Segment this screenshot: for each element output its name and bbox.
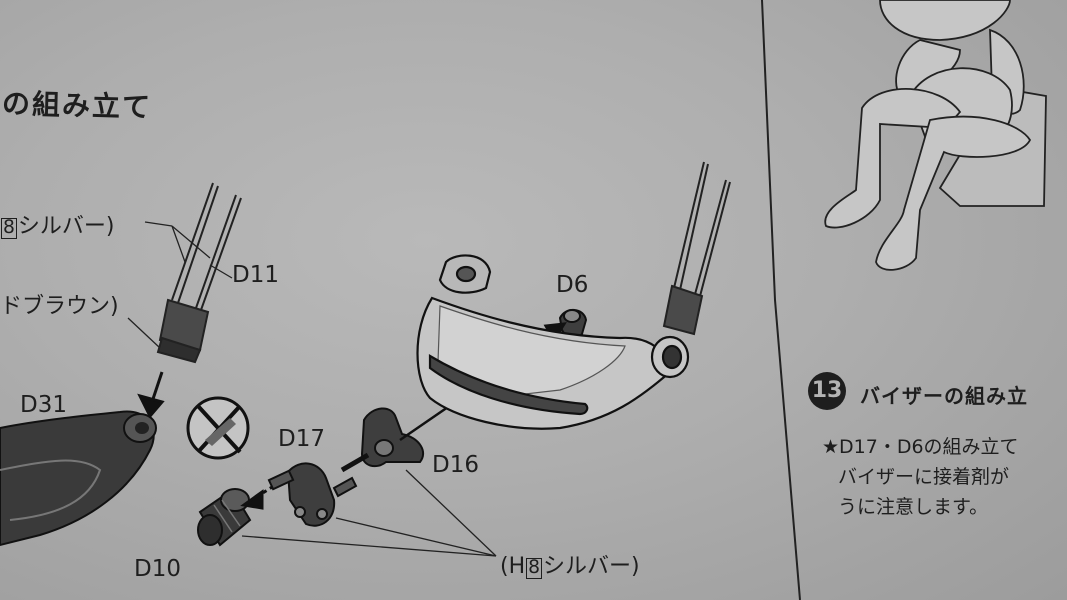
d11-part [156, 182, 242, 364]
right-tweezers [662, 161, 731, 336]
label-d16: D16 [432, 452, 479, 478]
callout-leaders [127, 221, 233, 349]
section13-title: バイザーの組み立 [860, 384, 1028, 408]
label-d10: D10 [134, 556, 181, 582]
label-d31: D31 [20, 392, 67, 418]
paint-number-box-bottom: 8 [526, 557, 543, 579]
bottom-callout-leaders [241, 469, 497, 557]
d16-part [340, 407, 425, 473]
silver-callout-bottom-prefix: (H [500, 554, 526, 579]
label-d17: D17 [278, 426, 325, 452]
no-glue-prohibited-icon [186, 396, 250, 460]
section-heading: の組み立て [1, 87, 153, 124]
silver-callout-bottom-text: シルバー) [543, 554, 640, 579]
step-number-badge: 13 [808, 372, 846, 410]
silver-callout-top-text: シルバー) [17, 214, 115, 239]
insert-arrow-d11 [137, 371, 165, 419]
label-d6: D6 [556, 272, 589, 298]
brown-callout: ドブラウン) [0, 294, 119, 319]
visor-part [416, 254, 690, 430]
column-divider [761, 0, 801, 600]
d6-part [558, 309, 588, 339]
seated-figure-illustration [824, 0, 1047, 271]
section13-note-line3: うに注意します。 [838, 496, 989, 518]
paint-number-box: 8 [1, 217, 17, 239]
section13-note-line1: ★D17・D6の組み立て [822, 436, 1019, 458]
d10-part [197, 488, 252, 547]
d17-part [267, 462, 358, 527]
section13-note-line2: バイザーに接着剤が [838, 466, 1010, 488]
label-d11: D11 [232, 262, 279, 288]
d31-part [0, 410, 157, 547]
dotted-insert-arrow [240, 480, 281, 510]
